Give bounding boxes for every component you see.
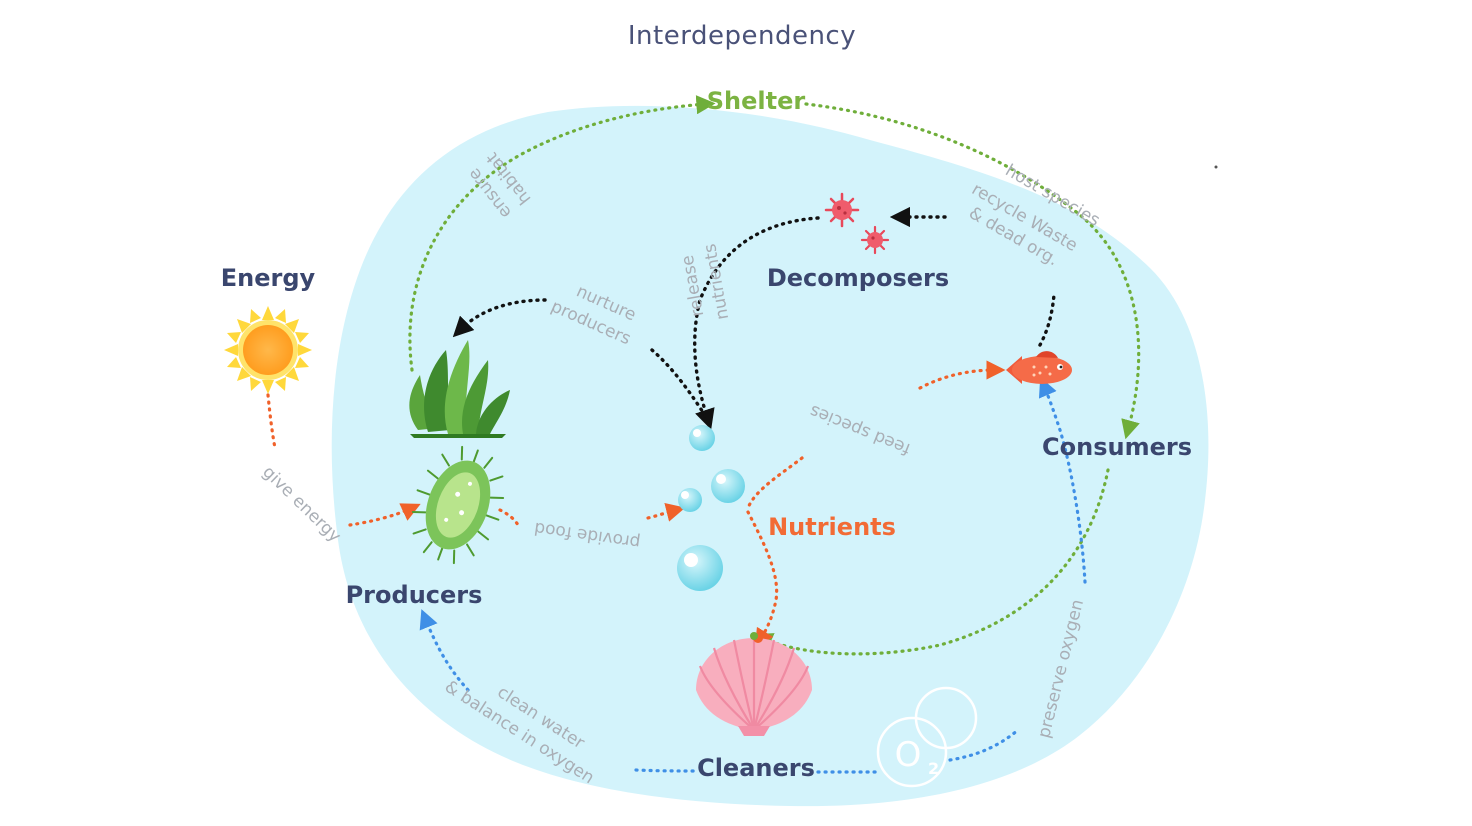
arrow-host-species [804,102,1141,440]
node-cleaners: Cleaners [697,754,815,782]
arrow-nutrients-to-shell [746,510,779,649]
sun-icon [224,306,312,394]
arrow-give-energy [348,503,421,527]
node-decomposers: Decomposers [767,264,949,292]
arrow-provide-food-start [498,508,520,527]
node-energy: Energy [221,264,316,292]
arrow-nutrients-to-bubbles [650,348,710,422]
node-consumers: Consumers [1042,433,1192,461]
seaweed-icon [409,340,510,438]
arrow-clean-water [419,609,470,692]
stray-dot [1214,165,1218,169]
node-nutrients: Nutrients [768,513,896,541]
oxygen-symbol: O [895,735,922,775]
arrow-nurture-producers [452,298,547,338]
arrow-release-nutrients [693,216,820,430]
oxygen-icon: O 2 [876,686,978,788]
bubbles-icon [677,425,745,591]
water-blob [331,105,1209,807]
arrow-oxygen-to-preserve [948,728,1020,762]
bacteria-icon [824,192,860,228]
bacteria-icon [860,225,890,255]
arrow-cleaners-left [634,768,700,773]
diagram-title: Interdependency [628,21,856,51]
shell-icon [696,632,812,736]
arrow-nutrients-to-feed [746,456,804,510]
arrow-consumers-to-cleaners [753,468,1110,656]
algae-icon [411,445,505,565]
arrow-sun-down [266,393,277,450]
arrow-feed-species [918,360,1006,390]
arrow-fish-to-decomposers [1038,293,1056,347]
arrow-preserve-oxygen [1038,377,1087,584]
arrow-provide-food [646,503,686,522]
fish-icon [1006,351,1072,384]
relation-give-energy: give energy [258,462,344,546]
node-shelter: Shelter [707,87,806,115]
oxygen-subscript: 2 [928,759,939,778]
arrow-ensure-habitat [408,95,716,372]
node-producers: Producers [346,581,483,609]
